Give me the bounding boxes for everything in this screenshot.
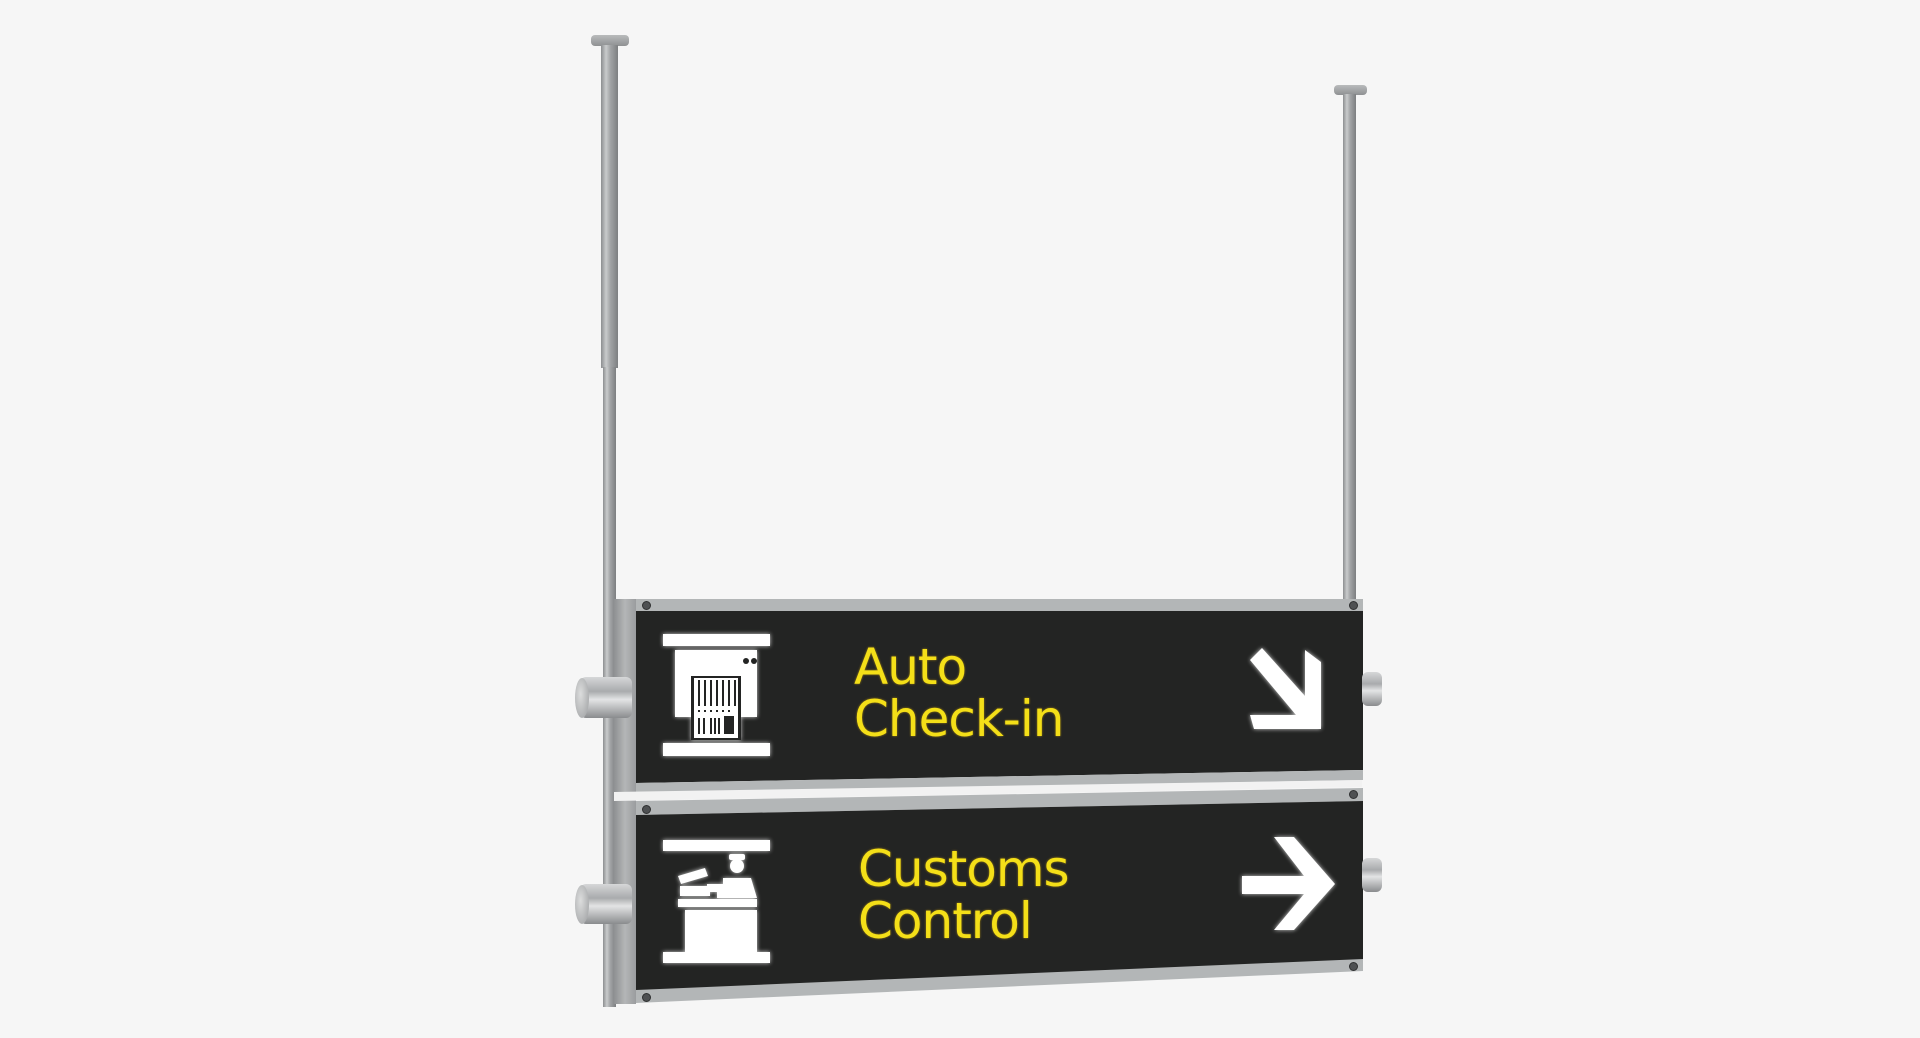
right-suspension-rod: [1343, 94, 1356, 604]
arrow-right-icon: [1242, 837, 1336, 931]
sign1-label-line2: Check-in: [854, 690, 1064, 748]
sign2-right-mount-knob: [1362, 858, 1382, 892]
screw: [1349, 790, 1358, 799]
auto-check-in-kiosk-icon: [663, 634, 771, 757]
sign2-label-line1: Customs: [858, 840, 1070, 898]
sign2-label-line2: Control: [858, 892, 1033, 950]
left-ceiling-mount: [591, 35, 629, 46]
sign1-right-mount-knob: [1362, 672, 1382, 706]
screw: [642, 805, 651, 814]
sign-panel-auto-check-in: Auto Check-in: [636, 599, 1363, 794]
screw: [1349, 962, 1358, 971]
customs-officer-desk-icon: [663, 840, 771, 964]
screw: [642, 993, 651, 1002]
sign2-left-knob-face: [575, 885, 589, 924]
screw: [642, 601, 651, 610]
sign1-label-line1: Auto: [854, 638, 967, 696]
screw: [1349, 601, 1358, 610]
right-ceiling-mount: [1334, 85, 1367, 95]
sign1-top-frame: [636, 599, 1363, 611]
sign-left-side-frame: [614, 599, 636, 1004]
arrow-down-right-icon: [1250, 648, 1324, 732]
left-suspension-rod-upper: [601, 45, 618, 368]
sign-panel-customs-control: Customs Control: [636, 787, 1363, 1005]
sign1-left-knob-face: [575, 678, 589, 718]
